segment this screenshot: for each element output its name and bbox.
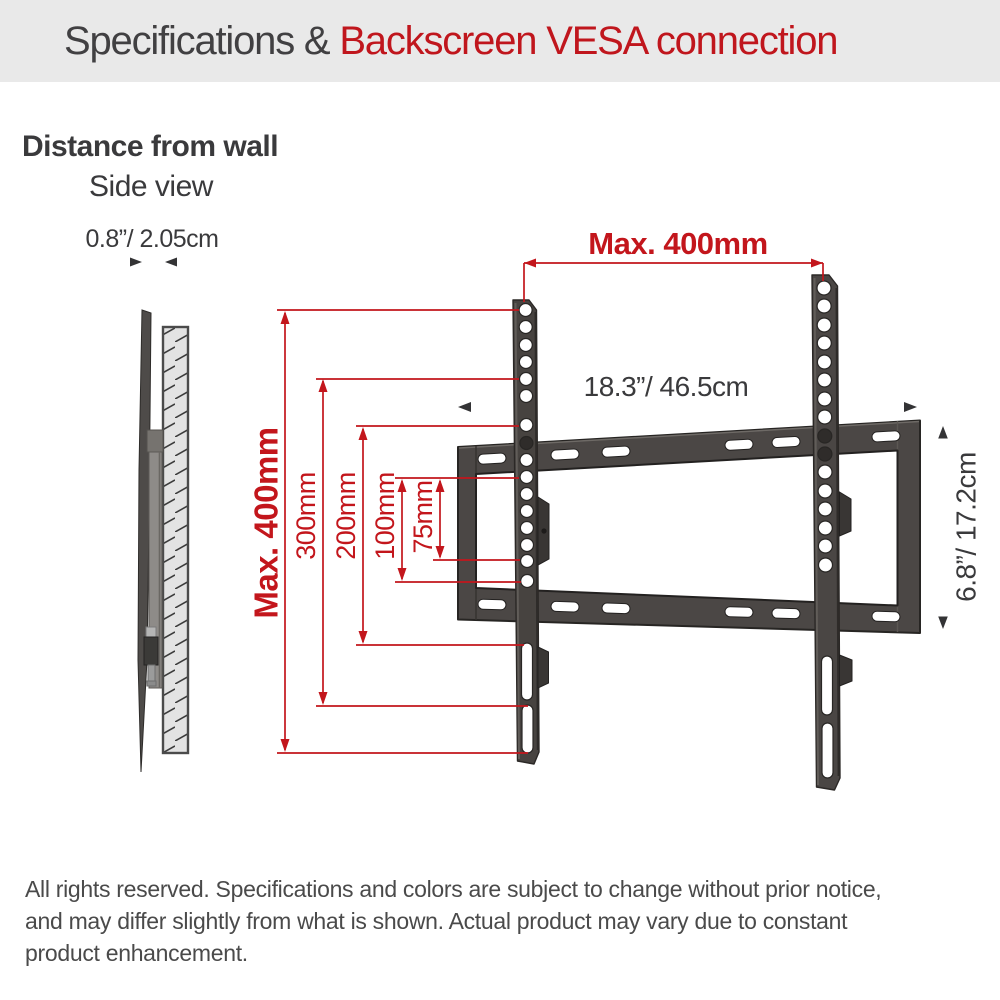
red-dimension-arrowheads (280, 258, 823, 752)
page-title: Specifications & Backscreen VESA connect… (64, 18, 839, 64)
left-arm-holes (518, 302, 535, 589)
section-heading-distance-from-wall: Distance from wall (22, 130, 279, 163)
wall-plate-bottom-slots (477, 598, 901, 623)
footer-disclaimer: All rights reserved. Specifications and … (25, 873, 975, 969)
black-dimension-labels: 0.8”/ 2.05cm 18.3”/ 46.5cm 6.8”/ 17.2cm (86, 225, 982, 602)
wall-plate-opening (475, 449, 899, 607)
gap-dimension-label: 0.8”/ 2.05cm (86, 225, 219, 253)
right-arm-slots (820, 655, 834, 779)
wall-plate-top-slots (477, 430, 901, 465)
red-dimension-lines (277, 262, 824, 754)
left-arm-slots (520, 642, 534, 754)
right-vesa-arm (811, 274, 853, 791)
plate-width-label: 18.3”/ 46.5cm (584, 371, 749, 402)
right-arm-holes (816, 280, 834, 573)
max-width-label: Max. 400mm (588, 226, 767, 261)
side-view-drawing (137, 309, 190, 773)
section-subheading-side-view: Side view (89, 170, 213, 203)
footer-line-2: and may differ slightly from what is sho… (25, 908, 848, 934)
black-dimension-arrowheads (130, 257, 948, 629)
footer-line-1: All rights reserved. Specifications and … (25, 876, 882, 902)
wall-section (161, 325, 190, 755)
vesa-75-label: 75mm (408, 480, 438, 553)
locking-screw (143, 626, 159, 687)
vesa-100-label: 100mm (370, 472, 400, 560)
page-title-red: Backscreen VESA connection (339, 18, 838, 63)
page-title-dark: Specifications & (64, 18, 340, 63)
left-vesa-arm (512, 299, 550, 765)
red-dimension-labels: Max. 400mm Max. 400mm 300mm 200mm 100mm … (248, 226, 769, 619)
header-bar: Specifications & Backscreen VESA connect… (0, 0, 1000, 82)
footer-line-3: product enhancement. (25, 940, 248, 966)
max-height-label: Max. 400mm (248, 427, 285, 618)
tv-panel-profile (137, 309, 152, 773)
wall-plate (457, 419, 921, 634)
vesa-300-label: 300mm (291, 472, 321, 560)
plate-height-label: 6.8”/ 17.2cm (951, 452, 982, 602)
vesa-200-label: 200mm (331, 472, 361, 560)
